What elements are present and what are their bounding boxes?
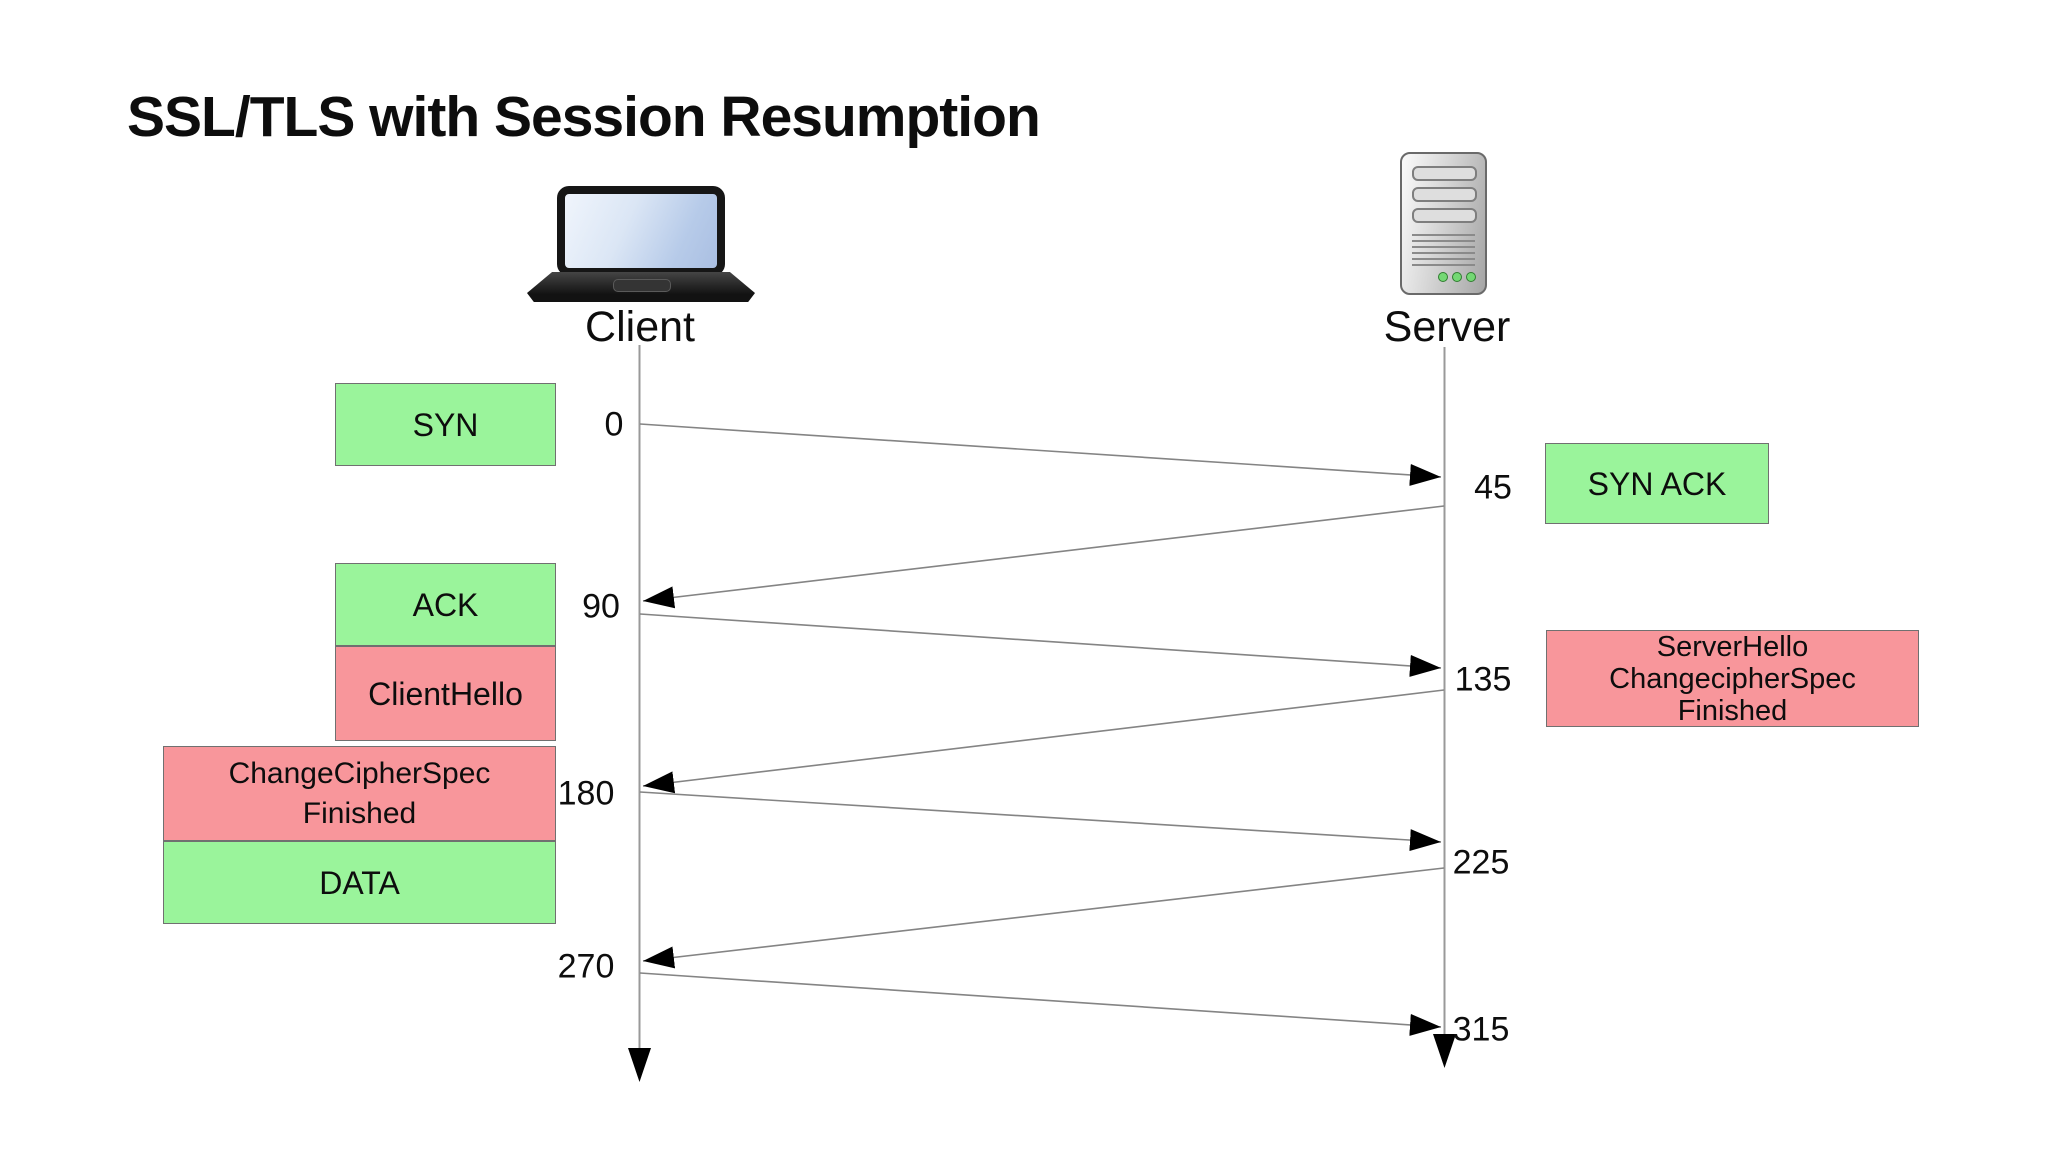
server-tick-315: 315 [1452,1010,1510,1049]
laptop-base [527,272,755,302]
server-led [1438,272,1448,282]
server-slot [1412,208,1477,223]
server-led [1452,272,1462,282]
laptop-icon [527,186,755,302]
server-lifeline-end-arrow-icon [1433,1034,1456,1068]
message-arrow-syn [639,423,1442,486]
laptop-touchpad [613,279,671,292]
server-icon [1400,152,1487,295]
server-vent-line [1412,246,1475,248]
box-changecipherspec-line1: ChangeCipherSpec [228,756,491,790]
server-slot [1412,166,1477,181]
message-arrow-changecipherspec-data [639,791,1442,852]
box-serverhello-line2: ChangecipherSpec [1609,662,1856,695]
box-synack: SYN ACK [1545,443,1769,524]
box-changecipherspec-line2: Finished [302,796,417,830]
server-vent-line [1412,240,1475,242]
message-arrow-ack-clienthello [639,613,1442,677]
server-vent-line [1412,258,1475,260]
box-syn: SYN [335,383,556,466]
message-arrow-server-reply [642,867,1445,969]
client-tick-0: 0 [604,405,624,444]
client-label: Client [585,303,695,351]
box-data: DATA [163,841,556,924]
box-ack: ACK [335,563,556,646]
server-led [1466,272,1476,282]
box-changecipherspec: ChangeCipherSpec Finished [163,746,556,841]
server-label: Server [1383,303,1511,351]
client-tick-180: 180 [557,774,615,813]
server-vent-line [1412,264,1475,266]
laptop-screen [557,186,725,276]
message-arrow-final [639,972,1442,1036]
server-vent-line [1412,234,1475,236]
message-arrow-synack [642,505,1445,609]
server-tick-135: 135 [1454,660,1512,699]
page-title: SSL/TLS with Session Resumption [127,85,1041,149]
box-serverhello: ServerHello ChangecipherSpec Finished [1546,630,1919,727]
server-tick-45: 45 [1474,468,1512,507]
box-clienthello-label: ClientHello [368,675,523,712]
client-tick-270: 270 [557,947,615,986]
server-slot [1412,187,1477,202]
box-synack-label: SYN ACK [1587,465,1727,502]
box-serverhello-line1: ServerHello [1656,630,1809,663]
box-data-label: DATA [319,864,400,901]
server-tick-225: 225 [1452,843,1510,882]
client-lifeline-end-arrow-icon [628,1048,651,1082]
box-clienthello: ClientHello [335,646,556,741]
box-serverhello-line3: Finished [1677,694,1788,727]
box-syn-label: SYN [412,406,479,443]
server-vent-line [1412,252,1475,254]
client-tick-90: 90 [582,587,620,626]
box-ack-label: ACK [412,586,479,623]
message-arrow-serverhello [642,689,1445,794]
